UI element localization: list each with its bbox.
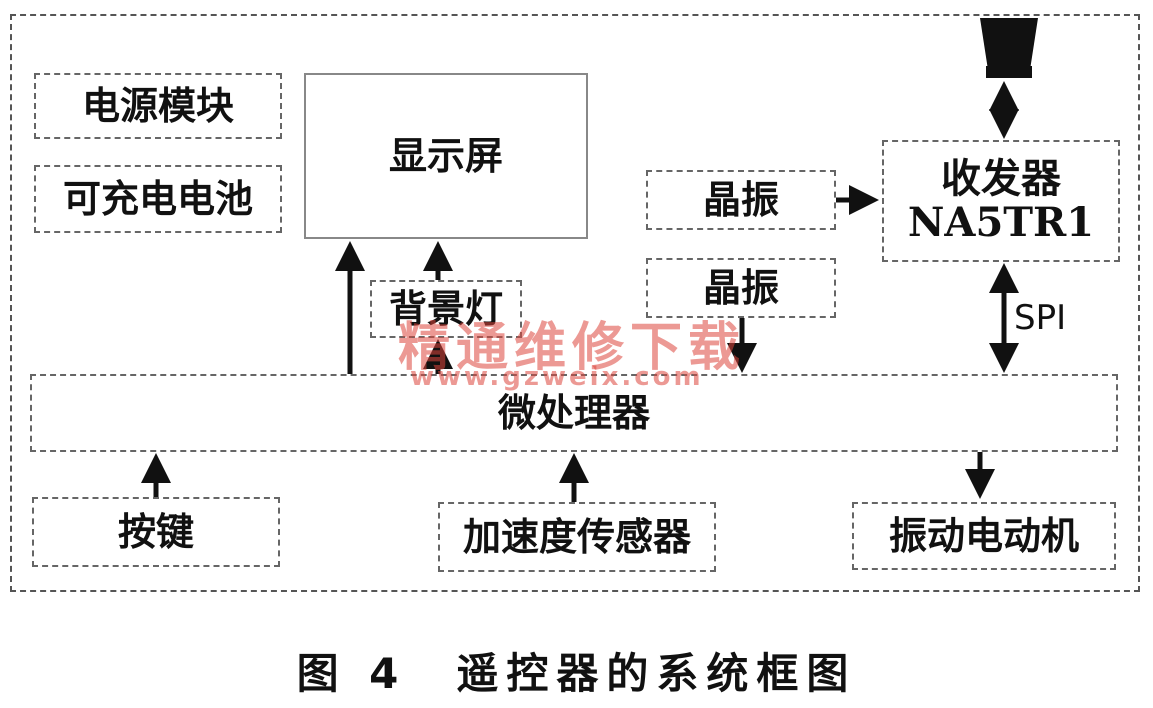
battery-label: 可充电电池 xyxy=(62,176,253,222)
display-label: 显示屏 xyxy=(388,133,503,179)
transceiver-label: 收发器 xyxy=(941,155,1061,202)
watermark-url: www.gzweix.com xyxy=(410,362,704,392)
figure-caption: 图 4 遥控器的系统框图 xyxy=(296,649,857,698)
crystal-2-label: 晶振 xyxy=(702,265,779,311)
transceiver-block: 收发器 NA5TR1 xyxy=(882,140,1120,262)
system-frame xyxy=(10,14,1140,592)
microprocessor-block: 微处理器 xyxy=(30,374,1118,452)
display-block: 显示屏 xyxy=(304,73,588,239)
battery-block: 可充电电池 xyxy=(34,165,282,233)
microprocessor-label: 微处理器 xyxy=(497,390,650,436)
crystal-2-block: 晶振 xyxy=(646,258,836,318)
backlight-label: 背景灯 xyxy=(388,286,503,332)
vibration-motor-block: 振动电动机 xyxy=(852,502,1116,570)
antenna-icon xyxy=(980,18,1038,78)
accelerometer-block: 加速度传感器 xyxy=(438,502,716,572)
power-module-block: 电源模块 xyxy=(34,73,282,139)
keys-label: 按键 xyxy=(117,509,194,555)
power-module-label: 电源模块 xyxy=(81,83,234,129)
backlight-block: 背景灯 xyxy=(370,280,522,338)
transceiver-model: NA5TR1 xyxy=(907,199,1095,246)
crystal-1-block: 晶振 xyxy=(646,170,836,230)
watermark-text: 精通维修下载 xyxy=(398,317,747,378)
crystal-1-label: 晶振 xyxy=(702,177,779,223)
keys-block: 按键 xyxy=(32,497,280,567)
accelerometer-label: 加速度传感器 xyxy=(462,514,691,560)
spi-label: SPI xyxy=(1014,298,1067,338)
vibration-motor-label: 振动电动机 xyxy=(888,513,1079,559)
